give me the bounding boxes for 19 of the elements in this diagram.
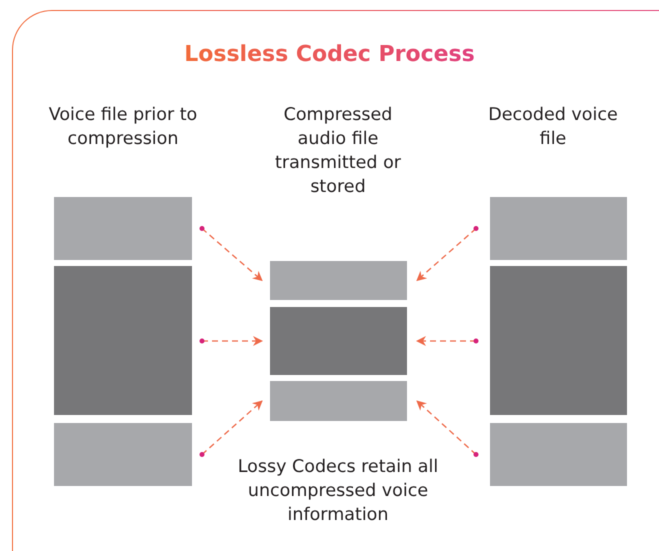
data-block [490, 266, 627, 415]
dashed-arrow [200, 226, 263, 282]
data-block [270, 381, 407, 421]
data-block [490, 197, 627, 260]
dashed-arrow [416, 336, 478, 346]
label-text: Decoded voice file [487, 104, 619, 151]
dashed-arrow [416, 226, 478, 282]
dashed-arrow [416, 400, 478, 457]
label-text: Compressed audio file transmitted or stored [274, 104, 402, 199]
data-block [54, 197, 192, 260]
data-block [270, 307, 407, 375]
data-block [54, 423, 192, 486]
dashed-arrow [200, 400, 263, 457]
data-block [54, 266, 192, 415]
data-block [490, 423, 627, 486]
dashed-arrow [200, 336, 263, 346]
label-text: Lossy Codecs retain all uncompressed voice information [236, 456, 440, 527]
data-block [270, 261, 407, 300]
label-text: Voice file prior to compression [48, 104, 198, 151]
